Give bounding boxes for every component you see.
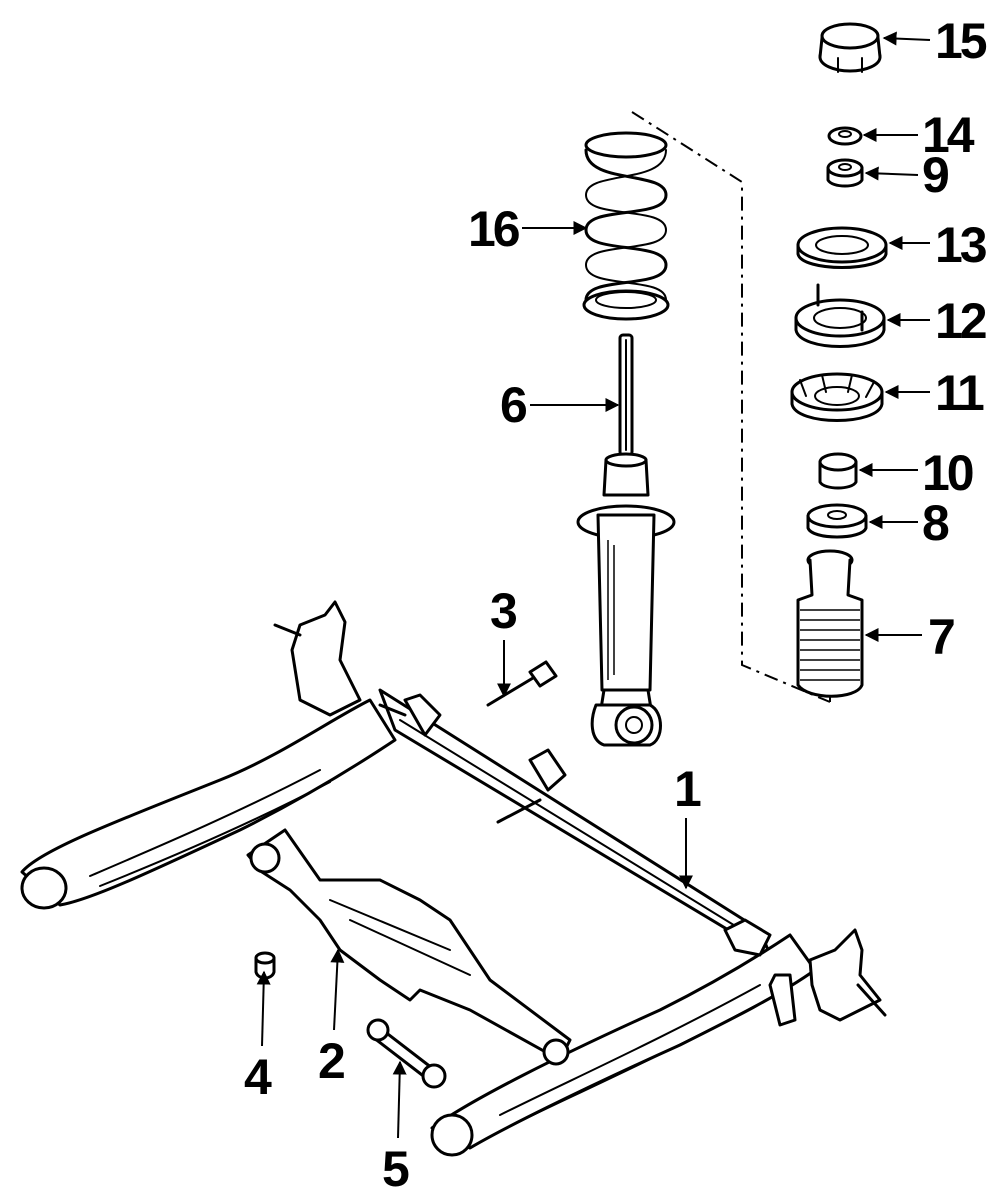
part-7-dust-boot[interactable]	[796, 549, 864, 698]
leader-9	[864, 166, 919, 181]
part-16-coil-spring[interactable]	[582, 131, 670, 321]
part-6-shock-absorber[interactable]	[576, 333, 676, 747]
part-3-bolt[interactable]	[486, 660, 558, 707]
part-13-seat[interactable]	[796, 226, 888, 269]
callout-6: 6	[500, 377, 526, 433]
part-9-nut[interactable]	[826, 158, 864, 188]
callout-1: 1	[674, 761, 701, 817]
callout-15: 15	[935, 13, 987, 69]
leader-5	[392, 1060, 407, 1139]
part-11-insulator[interactable]	[790, 372, 884, 422]
part-12-mount[interactable]	[794, 283, 886, 348]
part-14-washer[interactable]	[827, 126, 863, 146]
part-8-seat[interactable]	[806, 503, 868, 539]
callout-16: 16	[468, 201, 519, 257]
part-4-nut[interactable]	[254, 951, 276, 980]
callout-8: 8	[922, 495, 949, 551]
part-2-lateral-bracket[interactable]	[246, 828, 572, 1066]
callout-9: 9	[922, 147, 948, 203]
part-1-axle-beam[interactable]	[20, 600, 887, 1157]
callout-5: 5	[382, 1141, 409, 1197]
leader-lines	[256, 31, 931, 1139]
leader-2	[330, 948, 345, 1031]
callout-3: 3	[490, 583, 516, 639]
callout-10: 10	[922, 445, 973, 501]
callout-4: 4	[244, 1049, 272, 1105]
callout-11: 11	[935, 365, 984, 421]
leader-4	[256, 970, 271, 1047]
part-5-link[interactable]	[366, 1018, 447, 1089]
callout-13: 13	[935, 217, 986, 273]
callout-12: 12	[935, 293, 986, 349]
callout-2: 2	[318, 1033, 344, 1089]
leader-15	[882, 31, 931, 46]
part-10-bumper[interactable]	[818, 452, 858, 490]
part-15-cap[interactable]	[818, 22, 882, 73]
callout-7: 7	[928, 609, 954, 665]
callout-14: 14	[922, 107, 975, 163]
